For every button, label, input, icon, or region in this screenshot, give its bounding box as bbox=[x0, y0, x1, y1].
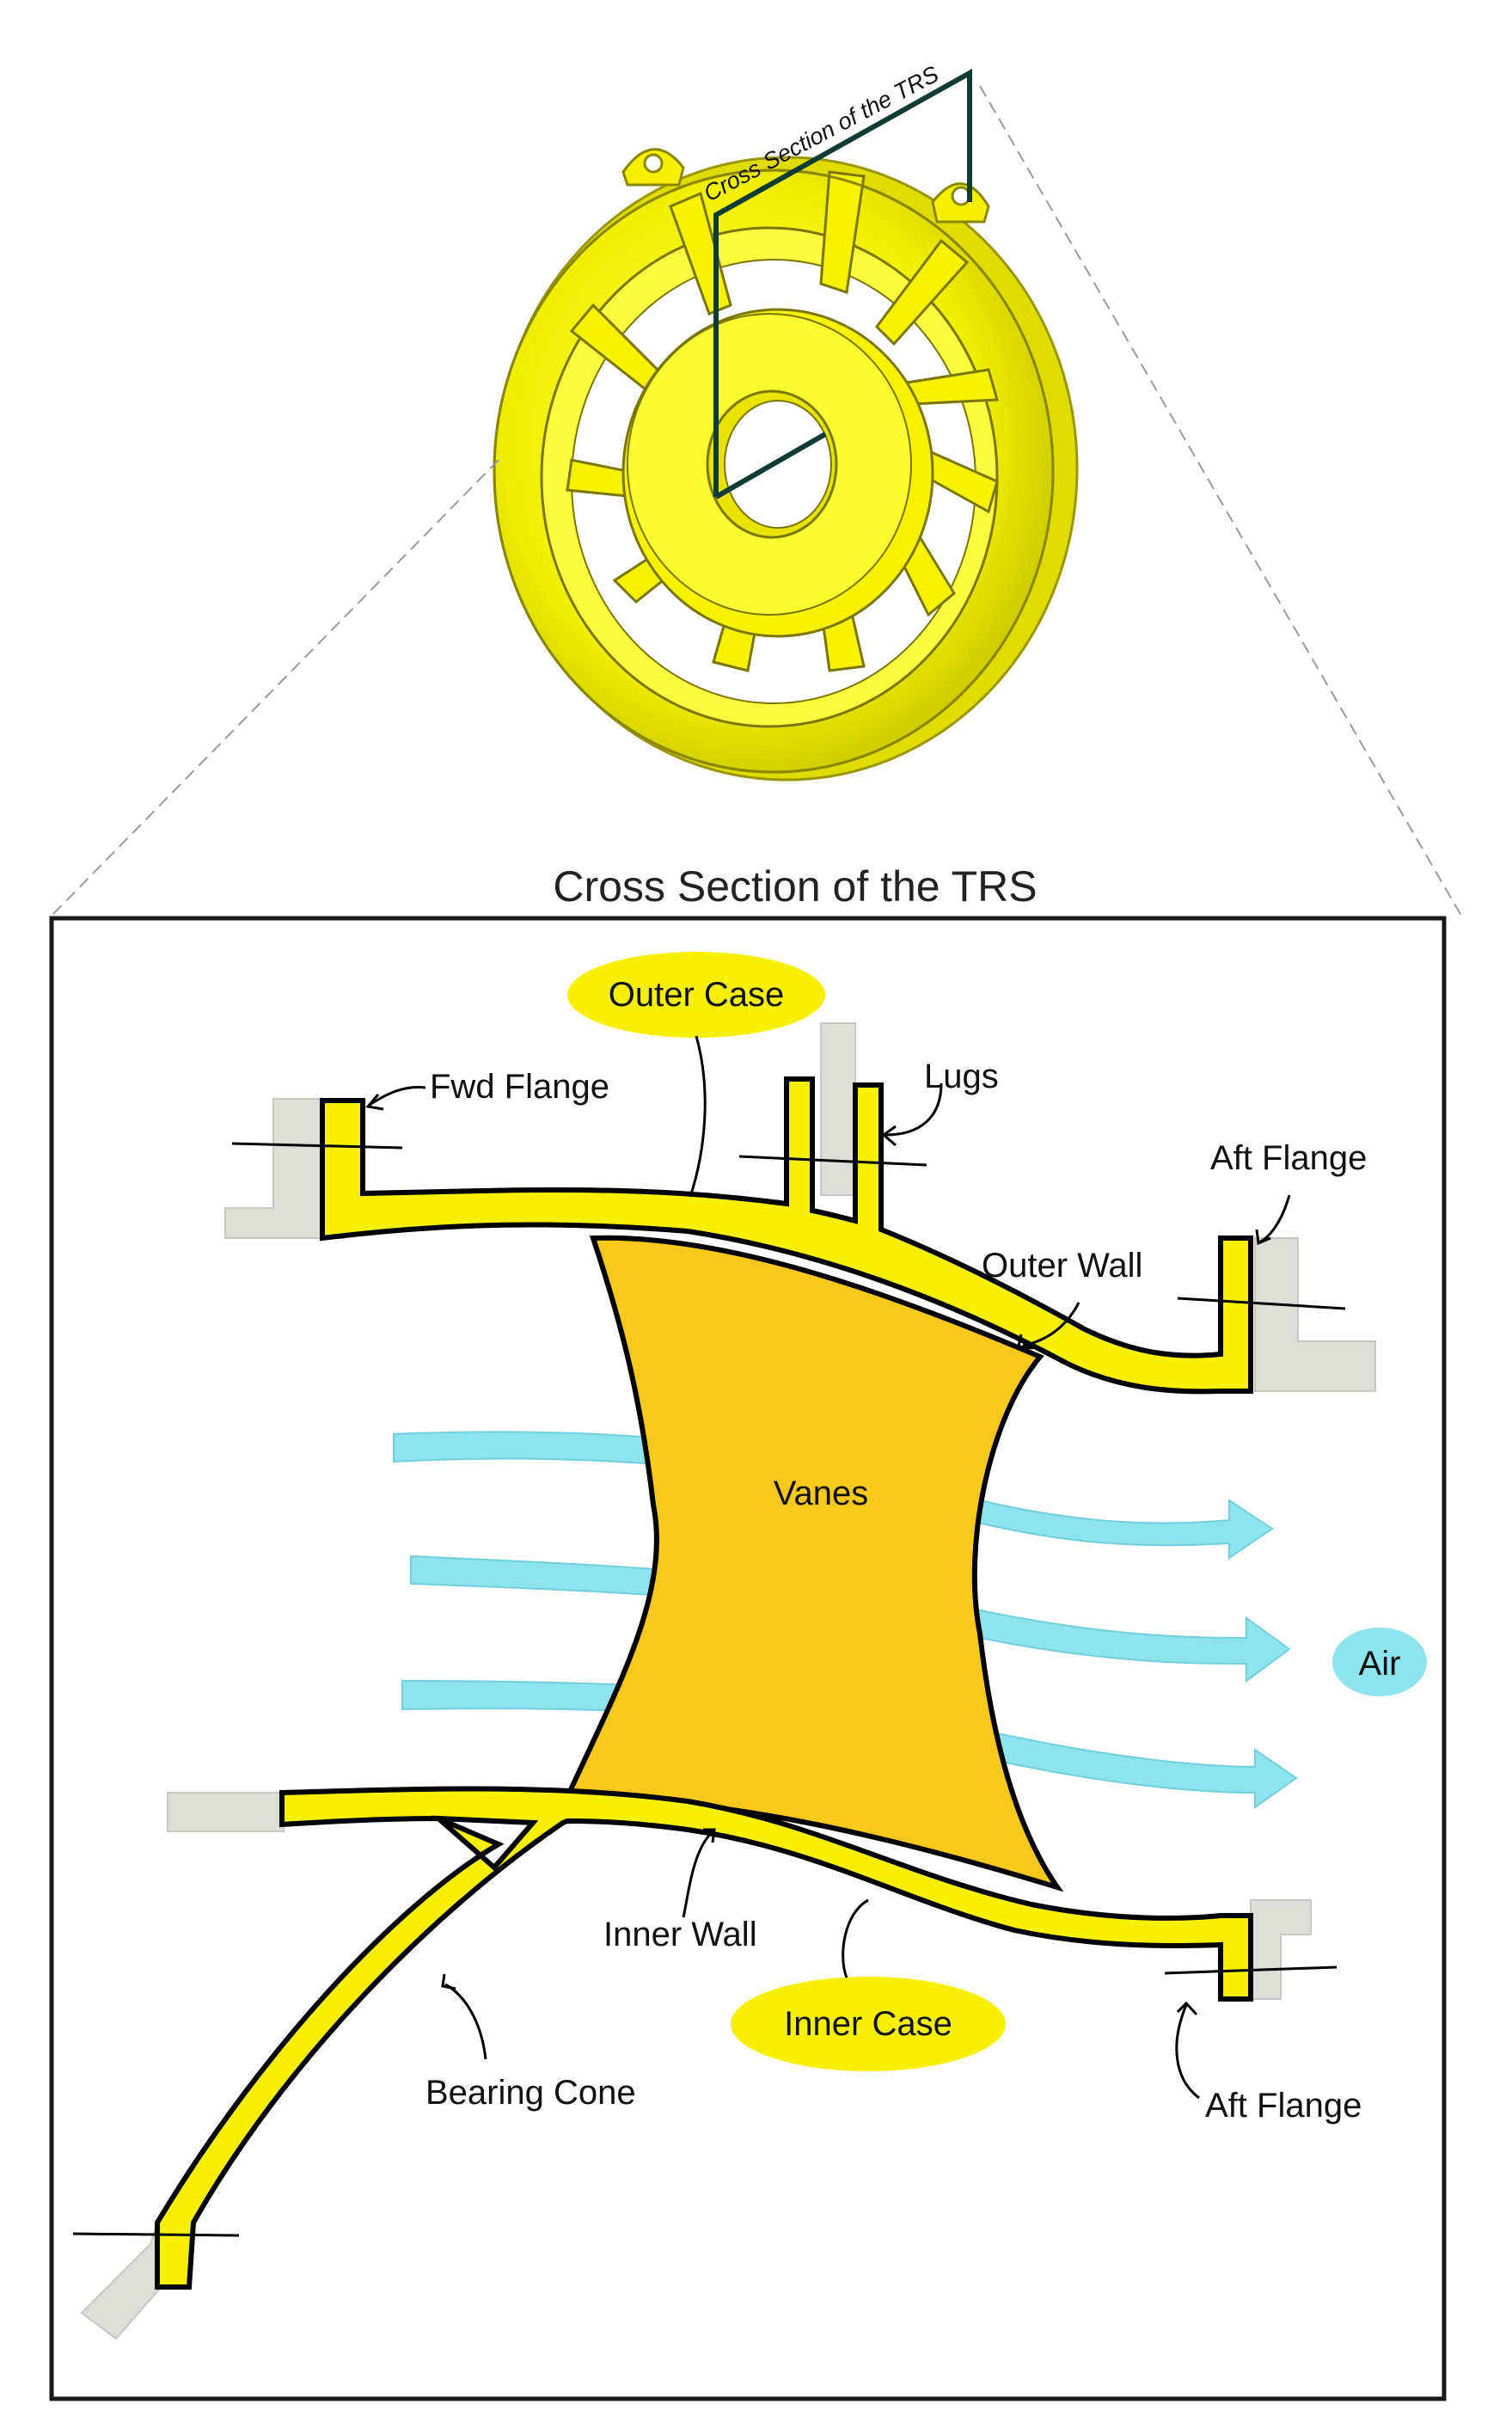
section-plane-icon bbox=[713, 68, 972, 500]
label-lugs: Lugs bbox=[924, 1058, 999, 1095]
diagram-labels: Outer Case Fwd Flange Lugs Aft Flange Ou… bbox=[425, 976, 1400, 2125]
inner-case-blob bbox=[731, 1977, 1006, 2071]
label-aft-flange-top: Aft Flange bbox=[1210, 1139, 1367, 1177]
label-bearing-cone: Bearing Cone bbox=[425, 2074, 636, 2112]
label-outer-case: Outer Case bbox=[609, 976, 785, 1014]
leader-arrowheads bbox=[365, 1094, 1271, 2016]
label-inner-wall: Inner Wall bbox=[603, 1916, 757, 1953]
label-fwd-flange: Fwd Flange bbox=[430, 1068, 609, 1106]
label-aft-flange-bottom: Aft Flange bbox=[1205, 2087, 1362, 2125]
vanes-area bbox=[563, 1235, 1064, 1892]
air-blob bbox=[1332, 1628, 1427, 1696]
trs-3d-render-icon bbox=[493, 148, 1079, 782]
bolt-lines bbox=[72, 1142, 1346, 2237]
inner-case-part bbox=[155, 1786, 1253, 2290]
label-outer-wall: Outer Wall bbox=[982, 1247, 1142, 1285]
label-air: Air bbox=[1359, 1645, 1401, 1683]
mating-parts bbox=[80, 1022, 1376, 2340]
detail-title: Cross Section of the TRS bbox=[553, 862, 1037, 911]
outer-case-part bbox=[320, 1076, 1253, 1395]
label-inner-case: Inner Case bbox=[784, 2005, 952, 2043]
leader-lines bbox=[369, 1035, 1291, 2100]
projection-lines bbox=[51, 85, 1462, 917]
label-vanes: Vanes bbox=[774, 1475, 868, 1512]
outer-case-blob bbox=[567, 952, 825, 1038]
